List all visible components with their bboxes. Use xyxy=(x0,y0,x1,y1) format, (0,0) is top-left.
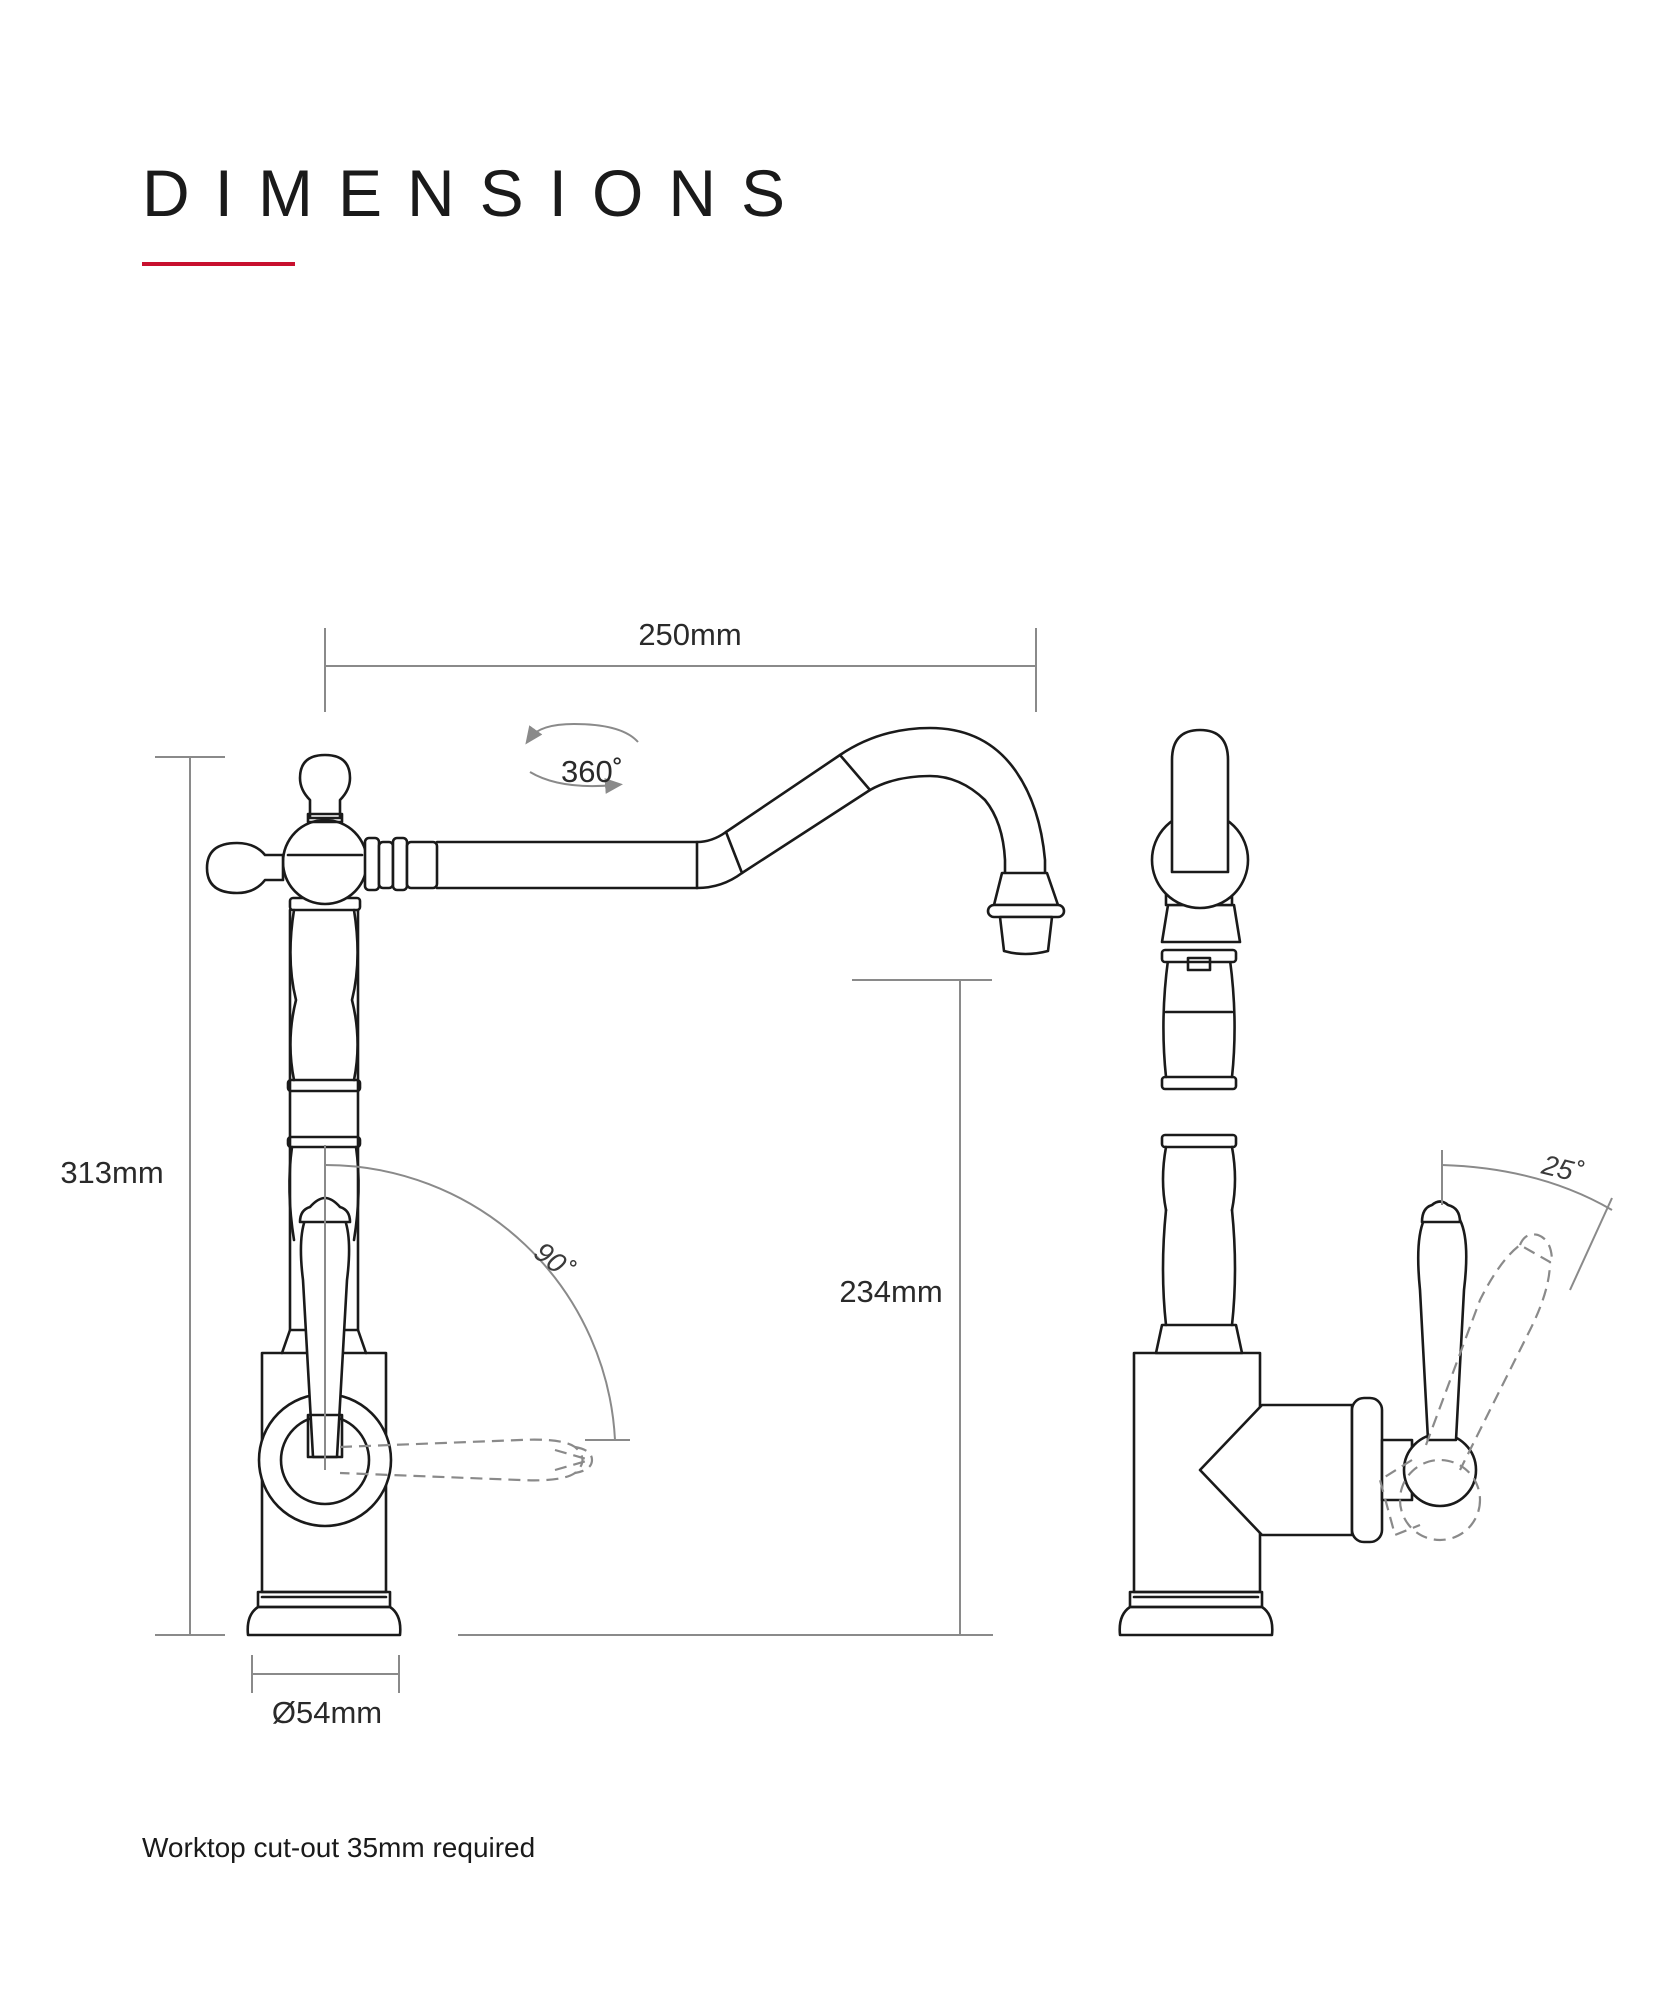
front-view-tap xyxy=(205,722,1066,1637)
dimension-lines xyxy=(155,628,1037,1693)
spout-reach-label: 250mm xyxy=(638,617,741,652)
front-lever-angle-label: 90˚ xyxy=(528,1236,580,1286)
spout-reach-dimension xyxy=(324,628,1037,712)
side-view-tap xyxy=(1118,728,1613,1637)
page-title: DIMENSIONS xyxy=(142,156,811,230)
base-diameter-dimension xyxy=(251,1655,400,1693)
footnote: Worktop cut-out 35mm required xyxy=(142,1832,536,1863)
total-height-dimension xyxy=(155,756,225,1636)
spout-height-dimension xyxy=(458,979,993,1636)
side-lever-angle-label: 25˚ xyxy=(1538,1149,1586,1189)
total-height-label: 313mm xyxy=(60,1155,163,1190)
spout-height-label: 234mm xyxy=(839,1274,942,1309)
title-underline xyxy=(142,262,295,266)
base-diameter-label: Ø54mm xyxy=(272,1695,382,1730)
swivel-angle-label: 360˚ xyxy=(561,754,623,789)
